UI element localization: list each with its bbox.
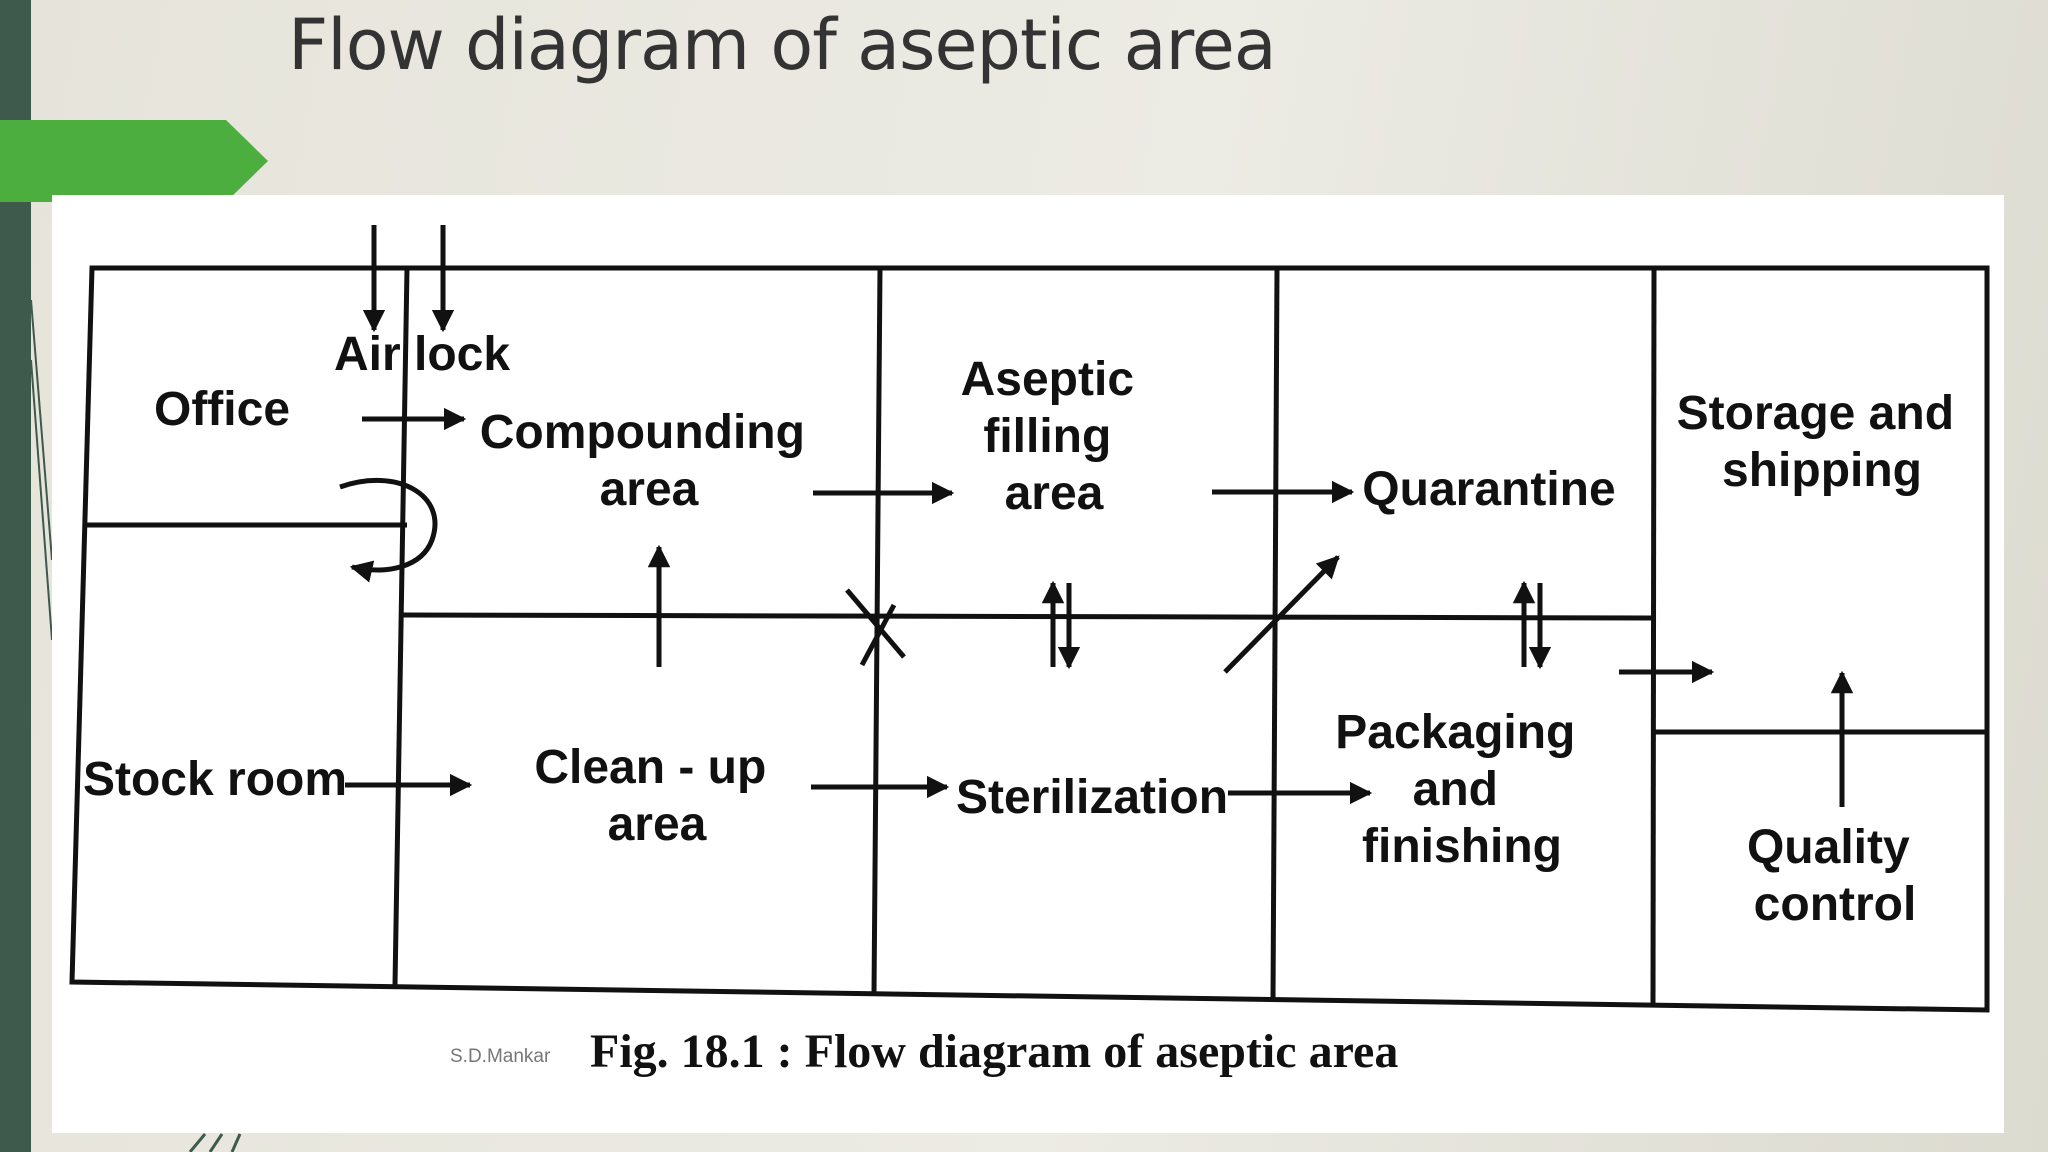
label-airlock: Air lock: [334, 328, 510, 381]
diagram-figure: Office Air lock Compounding area Aseptic…: [52, 195, 2004, 1133]
wall-quarantine-storage: [1650, 267, 1657, 1008]
aseptic-area-floor-plan: Office Air lock Compounding area Aseptic…: [69, 225, 1990, 1078]
sterilization-to-quarantine-arrow: [1223, 555, 1340, 674]
wall-compounding-filling: [871, 267, 883, 994]
label-aseptic-filling: Aseptic filling area: [961, 353, 1148, 520]
blocked-passage-mark: [845, 588, 906, 659]
label-sterilization: Sterilization: [956, 771, 1228, 824]
decorative-lines: [30, 299, 242, 1152]
label-office: Office: [154, 383, 290, 436]
slide-title: Flow diagram of aseptic area: [288, 4, 1277, 86]
label-quality-control: Quality control: [1747, 821, 1923, 931]
wall-filling-quarantine: [1270, 267, 1280, 1001]
label-clean-up: Clean - up area: [534, 741, 779, 851]
blocked-passage-slash: [859, 603, 897, 667]
label-compounding: Compounding area: [480, 406, 819, 516]
label-packaging: Packaging and finishing: [1335, 706, 1588, 873]
label-storage-shipping: Storage and shipping: [1677, 387, 1968, 497]
label-stock-room: Stock room: [83, 753, 347, 806]
outer-wall: [69, 265, 1990, 1013]
label-quarantine: Quarantine: [1362, 463, 1615, 516]
green-accent-arrow: [0, 120, 268, 202]
curved-return-arrow: [339, 477, 438, 583]
flow-arrows: [339, 225, 1854, 807]
room-labels: Office Air lock Compounding area Aseptic…: [83, 328, 1968, 931]
author-credit: S.D.Mankar: [450, 1046, 551, 1067]
walls: [69, 265, 1990, 1013]
figure-caption: Fig. 18.1 : Flow diagram of aseptic area: [590, 1025, 1398, 1078]
wall-midline: [401, 612, 1655, 621]
wall-office-airlock: [392, 267, 410, 986]
